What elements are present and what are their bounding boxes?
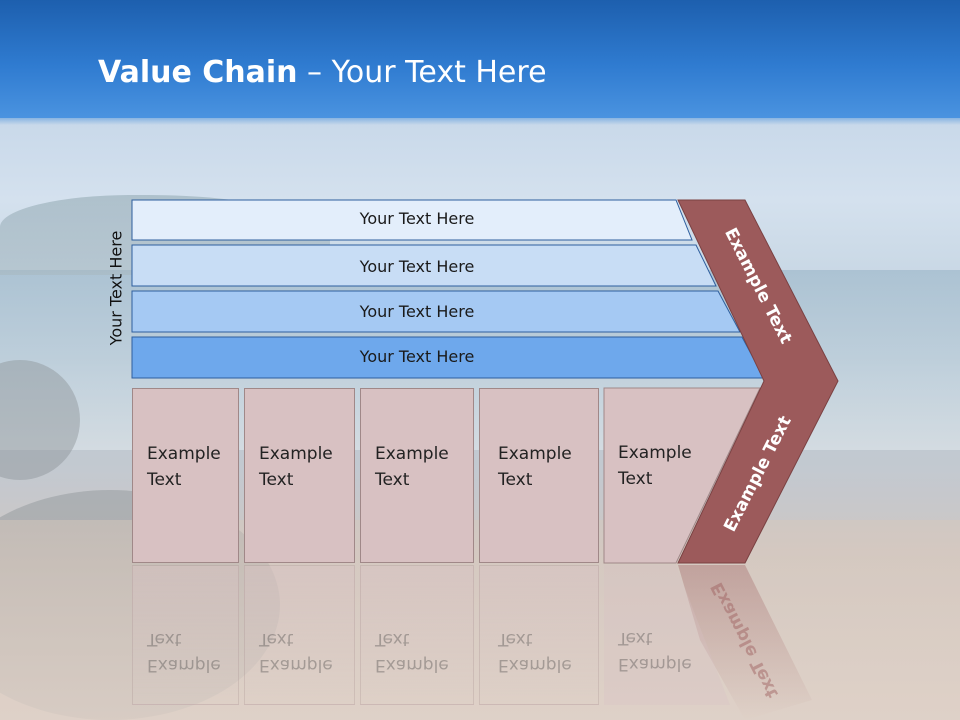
box-text-3-line1: Example <box>375 444 449 464</box>
reflection-text-1-line2: Text <box>147 629 182 649</box>
box-text-2-line2: Text <box>259 470 294 490</box>
box-reflection-5-text-area: Example Text <box>604 565 714 705</box>
box-reflection-4: Example Text <box>479 565 599 705</box>
box-text-3-line2: Text <box>375 470 410 490</box>
reflection-text-2: Example Text <box>259 626 333 678</box>
reflection-text-4-line2: Text <box>498 629 533 649</box>
bar-label-4: Your Text Here <box>359 347 475 366</box>
title-bar <box>0 0 960 118</box>
reflection-text-2-line2: Text <box>259 629 294 649</box>
reflection-text-1: Example Text <box>147 626 221 678</box>
box-text-4-line2: Text <box>498 470 533 490</box>
title-bold: Value Chain <box>98 55 298 90</box>
chevron-reflection <box>678 565 812 720</box>
bar-label-1: Your Text Here <box>359 209 475 228</box>
box-reflection-3: Example Text <box>360 565 474 705</box>
box-text-5-line2: Text <box>618 469 653 489</box>
box-reflection-2: Example Text <box>244 565 355 705</box>
bar-shape-1 <box>131 199 693 241</box>
reflection-text-1-line1: Example <box>147 655 221 675</box>
bar-label-3: Your Text Here <box>359 302 475 321</box>
slide-title: Value Chain – Your Text Here <box>98 55 547 90</box>
bar-label-2: Your Text Here <box>359 257 475 276</box>
box-reflection-5 <box>604 565 730 705</box>
reflection-text-3: Example Text <box>375 626 449 678</box>
box-text-1-line2: Text <box>147 470 182 490</box>
reflection-text-4-line1: Example <box>498 655 572 675</box>
bar-shape-3 <box>131 290 741 333</box>
box-text-2-line1: Example <box>259 444 333 464</box>
box-text-4-line1: Example <box>498 444 572 464</box>
chevron-shape <box>677 199 839 564</box>
reflection-text-3-line1: Example <box>375 655 449 675</box>
title-rest: – Your Text Here <box>297 55 547 90</box>
box-shape-5 <box>603 387 761 564</box>
box-text-1-line1: Example <box>147 444 221 464</box>
reflection-text-5-line2: Text <box>618 628 653 648</box>
reflection-text-2-line1: Example <box>259 655 333 675</box>
bar-shape-2 <box>131 244 717 287</box>
reflection-text-3-line2: Text <box>375 629 410 649</box>
reflection-text-5: Example Text <box>618 625 692 677</box>
reflection-text-4: Example Text <box>498 626 572 678</box>
box-reflection-1: Example Text <box>132 565 239 705</box>
box-text-5-line1: Example <box>618 443 692 463</box>
reflection-text-5-line1: Example <box>618 654 692 674</box>
